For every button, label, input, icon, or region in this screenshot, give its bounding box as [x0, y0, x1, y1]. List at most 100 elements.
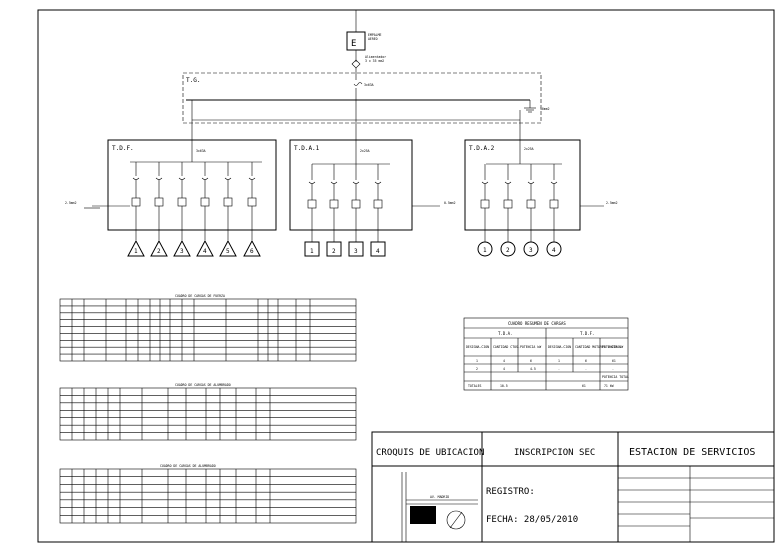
alumbrado-circuit-box — [370, 241, 386, 257]
main-fuse-symbol — [351, 59, 361, 69]
diferencial-symbol — [373, 199, 383, 209]
contactor-symbol — [131, 197, 141, 207]
breaker-symbol — [224, 177, 232, 180]
north-arrow — [446, 510, 466, 530]
alumbrado-circuit-box — [304, 241, 320, 257]
breaker-symbol — [330, 181, 338, 184]
tdf-feeder-circuits: 1 2 3 4 5 6 — [127, 162, 261, 257]
svg-text:AEREO: AEREO — [368, 37, 378, 41]
svg-text:2.5mm2: 2.5mm2 — [65, 201, 77, 205]
alumbrado-circuit-box — [326, 241, 342, 257]
diferencial-symbol — [503, 199, 513, 209]
contactor-symbol — [177, 197, 187, 207]
tda1-circuit-label: 1 — [310, 248, 314, 255]
motor-circuit-triangle — [219, 239, 237, 257]
resumen-cell: 4 — [503, 367, 505, 371]
breaker-symbol — [248, 177, 256, 180]
tda2-circuit-label: 4 — [552, 247, 556, 254]
croquis-label: CROQUIS DE UBICACION — [376, 448, 484, 458]
av-madrid-label: AV. MADRID — [430, 495, 449, 499]
resumen-cell: - — [612, 367, 614, 371]
breaker-symbol — [308, 181, 316, 184]
meter-symbol: E — [351, 39, 356, 49]
tabla-alumbrado-2-title: CUADRO DE CARGAS DE ALUMBRADO — [160, 464, 216, 468]
tda2-circuit-label: 2 — [506, 247, 510, 254]
site-location-block — [410, 506, 436, 524]
alumbrado-circuit-circle — [523, 241, 539, 257]
tda1-label: T.D.A.1 — [294, 145, 320, 152]
registro-label: REGISTRO: — [486, 487, 535, 497]
tda2-panel-box — [464, 139, 581, 231]
resumen-title: CUADRO RESUMEN DE CARGAS — [508, 321, 566, 326]
alumbrado-circuit-circle — [500, 241, 516, 257]
svg-text:0.5mm2: 0.5mm2 — [444, 201, 456, 205]
svg-text:T.D.A.: T.D.A. — [498, 331, 512, 336]
tda1-circuit-label: 2 — [332, 248, 336, 255]
alumbrado-circuit-box — [348, 241, 364, 257]
cuadro-resumen: CUADRO RESUMEN DE CARGAS T.D.A. T.D.F. D… — [463, 317, 629, 391]
svg-text:10mm2: 10mm2 — [540, 107, 550, 111]
contactor-symbol — [200, 197, 210, 207]
resumen-header: CANTIDAD MOTORES U OTROS — [575, 345, 621, 349]
tdf-circuit-label: 5 — [226, 248, 230, 255]
alumbrado-circuit-circle — [546, 241, 562, 257]
inscripcion-label: INSCRIPCION SEC — [514, 448, 595, 458]
diferencial-symbol — [480, 199, 490, 209]
resumen-cell: 6 — [530, 359, 532, 363]
resumen-cell: 61 — [612, 359, 616, 363]
title-block: CROQUIS DE UBICACION INSCRIPCION SEC EST… — [371, 431, 775, 543]
contactor-symbol — [223, 197, 233, 207]
resumen-header: POTENCIA kW — [520, 345, 541, 349]
tabla-alumbrado-1: CUADRO DE CARGAS DE ALUMBRADO — [59, 383, 357, 441]
resumen-header: CANTIDAD CTOS. — [493, 345, 520, 349]
svg-text:3x63A: 3x63A — [364, 83, 374, 87]
resumen-cell: 1 — [476, 359, 478, 363]
svg-text:2x25A: 2x25A — [524, 147, 534, 151]
contactor-symbol — [247, 197, 257, 207]
motor-circuit-triangle — [196, 239, 214, 257]
resumen-cell: 2 — [476, 367, 478, 371]
sheet-border — [37, 9, 775, 543]
tg-breaker-symbol — [353, 82, 363, 86]
tdf-circuit-label: 3 — [180, 248, 184, 255]
contactor-symbol — [154, 197, 164, 207]
breaker-symbol — [155, 177, 163, 180]
tda1-feeder-circuits: 1 2 3 4 — [304, 164, 386, 257]
tdf-circuit-label: 4 — [203, 248, 207, 255]
resumen-cell: 4 — [503, 359, 505, 363]
svg-text:2.5mm2: 2.5mm2 — [606, 201, 618, 205]
svg-text:POTENCIA TOTAL: POTENCIA TOTAL — [602, 375, 629, 379]
resumen-cell: 6 — [585, 359, 587, 363]
breaker-symbol — [527, 181, 535, 184]
tda1-circuit-label: 3 — [354, 248, 358, 255]
tda2-circuit-label: 1 — [483, 247, 487, 254]
tdf-circuit-label: 6 — [250, 248, 254, 255]
meter-note: EMPALME — [368, 33, 382, 37]
diferencial-symbol — [307, 199, 317, 209]
tdf-circuit-label: 2 — [157, 248, 161, 255]
tda2-label: T.D.A.2 — [469, 145, 495, 152]
fecha-label: FECHA: 28/05/2010 — [486, 515, 578, 525]
motor-circuit-triangle — [150, 239, 168, 257]
resumen-header: DESIGNA-CION — [548, 345, 571, 349]
estacion-label: ESTACION DE SERVICIOS — [629, 447, 755, 458]
tg-panel-box — [182, 72, 542, 124]
alumbrado-circuit-circle — [477, 241, 493, 257]
svg-text:2x25A: 2x25A — [360, 149, 370, 153]
tabla-alumbrado-2: CUADRO DE CARGAS DE ALUMBRADO — [59, 464, 357, 524]
tabla-fuerza-title: CUADRO DE CARGAS DE FUERZA — [175, 294, 225, 298]
svg-text:Alimentador: Alimentador — [365, 55, 386, 59]
svg-text:71 kW: 71 kW — [604, 384, 614, 388]
resumen-cell: 1 — [558, 359, 560, 363]
svg-text:10.5: 10.5 — [500, 384, 508, 388]
tdf-circuit-label: 1 — [134, 248, 138, 255]
diferencial-symbol — [526, 199, 536, 209]
breaker-symbol — [132, 177, 140, 180]
breaker-symbol — [201, 177, 209, 180]
svg-text:3 x 35 mm2: 3 x 35 mm2 — [365, 59, 384, 63]
tda1-circuit-label: 4 — [376, 248, 380, 255]
svg-text:T.D.F.: T.D.F. — [580, 331, 594, 336]
